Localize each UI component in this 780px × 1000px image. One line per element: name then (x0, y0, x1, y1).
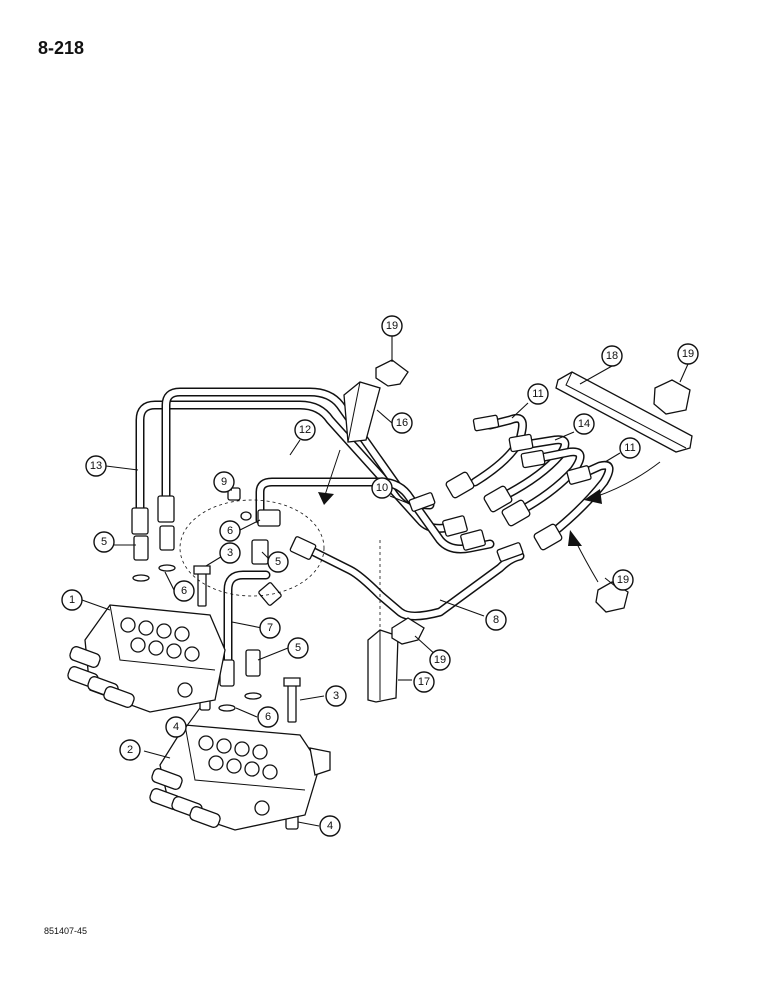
callout-4: 4 (319, 815, 341, 837)
callout-11: 11 (527, 383, 549, 405)
svg-text:7: 7 (267, 622, 273, 634)
guard-17 (367, 629, 399, 703)
leader-lines (81, 336, 689, 827)
svg-text:2: 2 (127, 744, 133, 756)
svg-text:4: 4 (173, 721, 179, 733)
callout-11: 11 (619, 437, 641, 459)
svg-text:11: 11 (532, 388, 543, 400)
svg-text:18: 18 (606, 350, 618, 362)
callout-3: 3 (325, 685, 347, 707)
bracket-18 (555, 371, 693, 453)
callout-19: 19 (381, 315, 403, 337)
callout-1: 1 (61, 589, 83, 611)
svg-text:16: 16 (396, 417, 408, 429)
callout-7: 7 (259, 617, 281, 639)
svg-text:1: 1 (69, 594, 75, 606)
callout-5: 5 (287, 637, 309, 659)
guard-16 (343, 381, 381, 443)
figure-code: 851407-45 (44, 926, 88, 936)
svg-text:19: 19 (617, 574, 629, 586)
svg-text:8: 8 (493, 614, 499, 626)
callout-4: 4 (165, 716, 187, 738)
svg-text:10: 10 (376, 482, 388, 494)
callout-2: 2 (119, 739, 141, 761)
svg-text:19: 19 (386, 320, 398, 332)
svg-text:6: 6 (265, 711, 271, 723)
callout-6: 6 (173, 580, 195, 602)
callout-19: 19 (612, 569, 634, 591)
callout-6: 6 (257, 706, 279, 728)
callout-12: 12 (294, 419, 316, 441)
adapters-left (132, 487, 325, 607)
svg-text:5: 5 (101, 536, 107, 548)
hose-11-lower (545, 460, 614, 540)
callout-9: 9 (213, 471, 235, 493)
svg-text:5: 5 (275, 556, 281, 568)
adapters-right (199, 649, 301, 830)
callout-3: 3 (219, 542, 241, 564)
callout-19: 19 (677, 343, 699, 365)
callout-16: 16 (391, 412, 413, 434)
callout-13: 13 (85, 455, 107, 477)
control-valve-1 (67, 604, 226, 713)
callout-5: 5 (93, 531, 115, 553)
callout-17: 17 (413, 671, 435, 693)
tube-7 (223, 570, 271, 670)
clamps-19 (375, 359, 691, 645)
svg-text:19: 19 (434, 654, 446, 666)
svg-text:17: 17 (418, 676, 430, 688)
svg-text:6: 6 (227, 525, 233, 537)
arrows (318, 449, 661, 632)
tube-end-fittings (131, 414, 592, 606)
svg-text:4: 4 (327, 820, 333, 832)
svg-text:9: 9 (221, 476, 227, 488)
callout-5: 5 (267, 551, 289, 573)
svg-text:14: 14 (578, 418, 590, 430)
svg-text:3: 3 (227, 547, 233, 559)
svg-text:3: 3 (333, 690, 339, 702)
callout-14: 14 (573, 413, 595, 435)
svg-text:19: 19 (682, 348, 694, 360)
callout-10: 10 (371, 477, 393, 499)
callout-8: 8 (485, 609, 507, 631)
svg-text:6: 6 (181, 585, 187, 597)
page-number: 8-218 (38, 38, 85, 58)
control-valve-2 (149, 724, 331, 831)
callout-18: 18 (601, 345, 623, 367)
tube-8 (295, 540, 525, 621)
svg-text:11: 11 (624, 442, 635, 454)
callout-19: 19 (429, 649, 451, 671)
hose-11-upper (470, 413, 527, 487)
svg-text:5: 5 (295, 642, 301, 654)
svg-text:12: 12 (299, 424, 311, 436)
tube-upper-long (255, 477, 495, 554)
callout-6: 6 (219, 520, 241, 542)
svg-text:13: 13 (90, 460, 102, 472)
